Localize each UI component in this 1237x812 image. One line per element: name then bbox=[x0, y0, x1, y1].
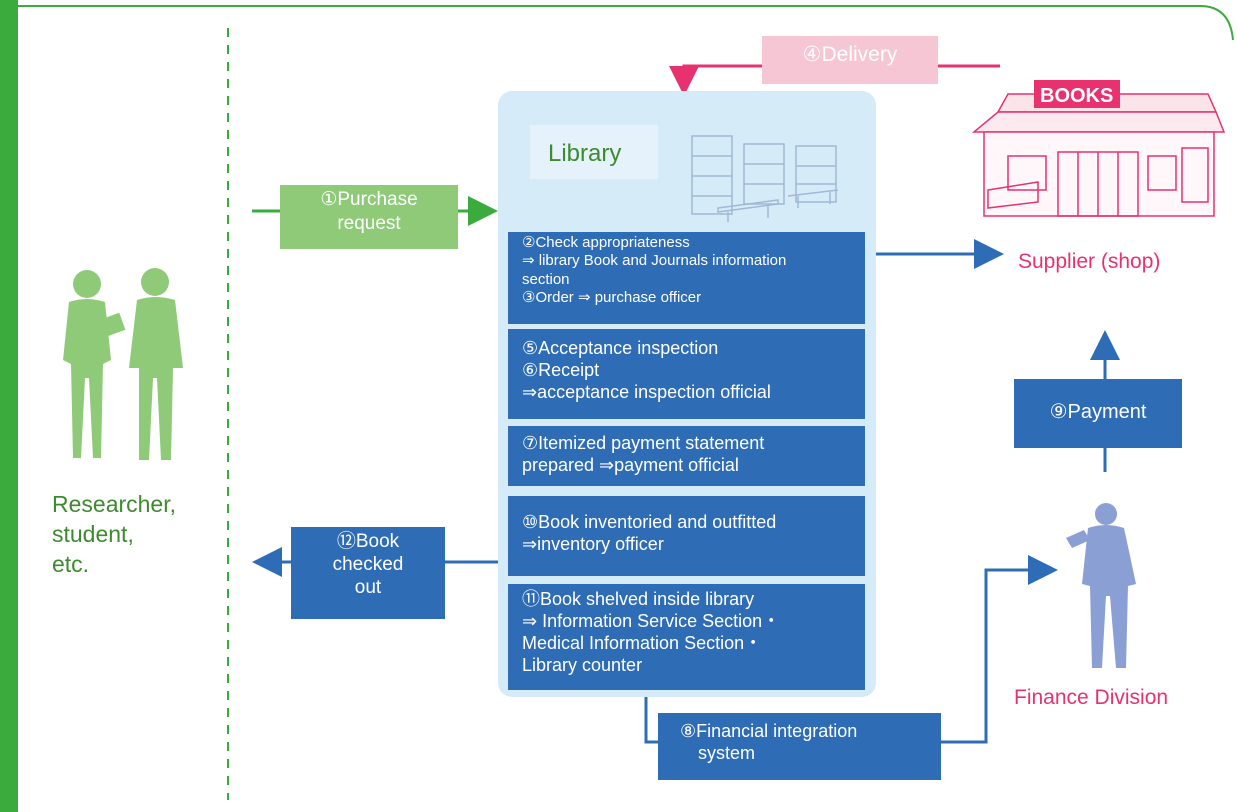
step11-line-4: Library counter bbox=[522, 654, 643, 675]
step-purchase-request: ①Purchase request bbox=[280, 185, 458, 249]
frame-left-bar bbox=[0, 0, 18, 812]
step2-line-2: ⇒ library Book and Journals information bbox=[522, 252, 787, 270]
researcher-icon bbox=[63, 268, 183, 460]
step8-line-2: system bbox=[698, 742, 756, 763]
arrow-financial-to-finance bbox=[940, 555, 1058, 744]
step1-line-2: request bbox=[337, 212, 401, 234]
bookstore-sign: BOOKS bbox=[1040, 85, 1113, 107]
step8-line-1: ⑧Financial integration bbox=[680, 721, 858, 741]
finance-label: Finance Division bbox=[1014, 686, 1169, 709]
step10-line-2: ⇒inventory officer bbox=[522, 533, 664, 554]
step12-line-2: checked bbox=[332, 554, 404, 576]
library-title: Library bbox=[548, 140, 622, 167]
researcher-line-3: etc. bbox=[52, 550, 90, 577]
library-title-box bbox=[530, 125, 658, 179]
bookstore-icon: BOOKS bbox=[971, 80, 1226, 217]
step-inventory: ⑩Book inventoried and outfitted ⇒invento… bbox=[508, 496, 865, 576]
step7-line-2: prepared ⇒payment official bbox=[522, 454, 739, 475]
step-check-and-order: ②Check appropriateness ⇒ library Book an… bbox=[508, 232, 865, 324]
researcher-line-2: student, bbox=[52, 520, 134, 547]
step-financial-system: ⑧Financial integration system bbox=[658, 713, 941, 780]
step11-line-1: ⑪Book shelved inside library bbox=[522, 589, 755, 609]
step-book-checked-out: ⑫Book checked out bbox=[291, 527, 445, 619]
step2-line-1: ②Check appropriateness bbox=[522, 234, 690, 251]
step11-line-3: Medical Information Section・ bbox=[522, 632, 763, 653]
step-delivery: ④Delivery bbox=[762, 36, 938, 84]
finance-person-icon bbox=[1066, 503, 1136, 668]
step1-line-1: ①Purchase bbox=[320, 189, 418, 210]
step10-line-1: ⑩Book inventoried and outfitted bbox=[522, 512, 777, 532]
researcher-line-1: Researcher, bbox=[52, 491, 177, 517]
step-payment-statement: ⑦Itemized payment statement prepared ⇒pa… bbox=[508, 426, 865, 486]
step2-line-3: section bbox=[522, 270, 570, 288]
step12-line-1: ⑫Book bbox=[336, 531, 400, 552]
step11-line-2: ⇒ Information Service Section・ bbox=[522, 610, 781, 631]
step5-line: ⑤Acceptance inspection bbox=[522, 338, 719, 358]
step-shelved: ⑪Book shelved inside library ⇒ Informati… bbox=[508, 584, 865, 690]
connector-financial-in bbox=[644, 690, 660, 744]
step-payment: ⑨Payment bbox=[1014, 379, 1182, 448]
step7-line-1: ⑦Itemized payment statement bbox=[522, 433, 765, 453]
step-acceptance-receipt: ⑤Acceptance inspection ⑥Receipt ⇒accepta… bbox=[508, 329, 865, 419]
bookshelf-icon bbox=[691, 135, 839, 222]
supplier-label: Supplier (shop) bbox=[1018, 250, 1161, 273]
step6-official-line: ⇒acceptance inspection official bbox=[522, 381, 771, 402]
step3-line: ③Order ⇒ purchase officer bbox=[522, 288, 702, 306]
step6-line: ⑥Receipt bbox=[522, 359, 600, 380]
researcher-label: Researcher, student, etc. bbox=[52, 490, 176, 580]
step12-line-3: out bbox=[354, 577, 382, 599]
